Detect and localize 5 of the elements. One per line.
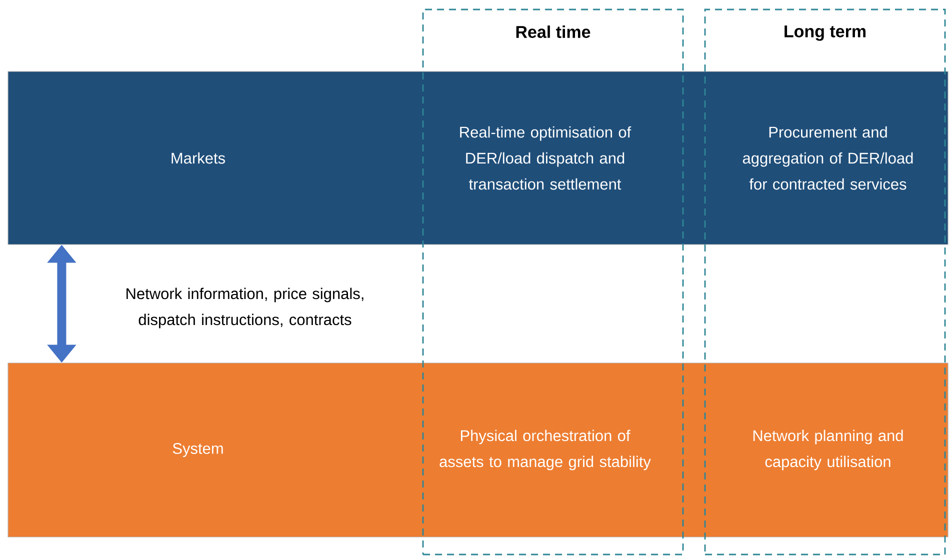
- cell-text: Network planning and capacity utilisation: [753, 430, 903, 470]
- cell-text: Real-time optimisation of DER/load dispatch and transaction settlement: [460, 126, 632, 190]
- cell-text: Procurement and aggregation of DER/load for contracted services: [742, 126, 913, 190]
- cell-text: Physical orchestration of assets to manage grid stability: [440, 430, 651, 470]
- note-text: Network information, price signals, dispatch instructions, contracts: [126, 288, 364, 328]
